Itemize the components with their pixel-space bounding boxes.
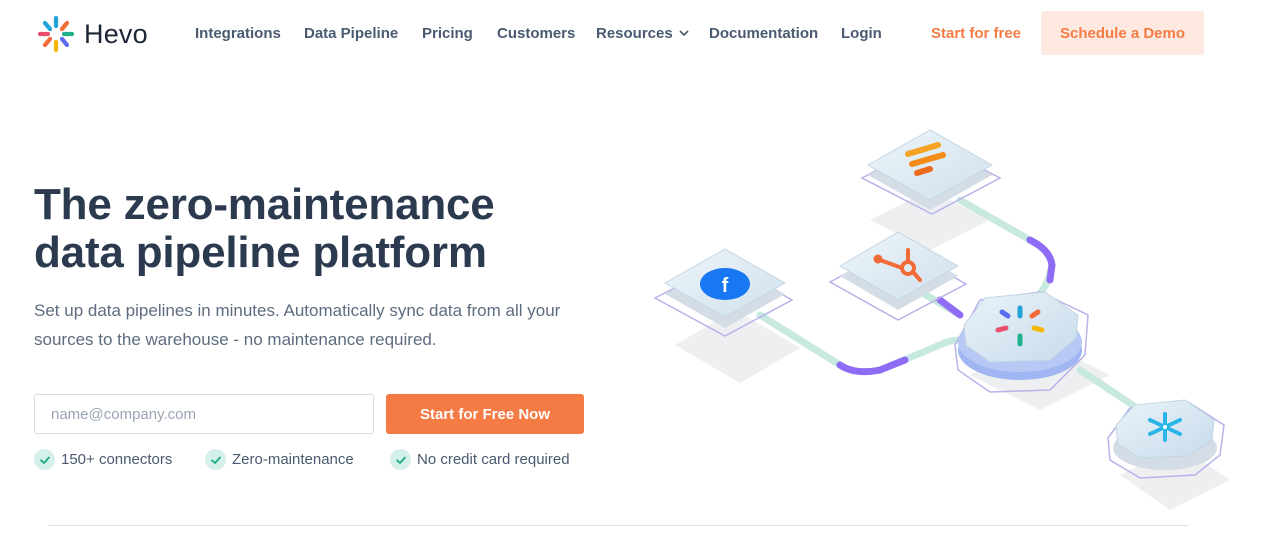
- schedule-demo-button[interactable]: Schedule a Demo: [1041, 11, 1204, 55]
- feature-item: No credit card required: [390, 449, 570, 470]
- facebook-tile: f: [653, 248, 794, 337]
- hero-title-line2: data pipeline platform: [34, 228, 487, 277]
- nav-customers[interactable]: Customers: [497, 25, 576, 42]
- nav-data-pipeline[interactable]: Data Pipeline: [304, 25, 399, 42]
- nav-documentation[interactable]: Documentation: [709, 25, 819, 42]
- hubspot-tile: [828, 231, 968, 321]
- nav-login[interactable]: Login: [841, 25, 882, 42]
- hero-subtitle-line2: sources to the warehouse - no maintenanc…: [34, 330, 437, 349]
- hero-subtitle: Set up data pipelines in minutes. Automa…: [34, 296, 594, 354]
- nav-integrations[interactable]: Integrations: [195, 25, 281, 42]
- email-input[interactable]: [34, 394, 374, 434]
- start-free-now-button[interactable]: Start for Free Now: [386, 394, 584, 434]
- nav-resources-label: Resources: [596, 25, 673, 42]
- hubspot-icon: [873, 248, 922, 282]
- feature-label: No credit card required: [417, 451, 570, 468]
- check-icon: [34, 449, 55, 470]
- hero-subtitle-line1: Set up data pipelines in minutes. Automa…: [34, 301, 561, 320]
- hero-title: The zero-maintenance data pipeline platf…: [34, 181, 495, 277]
- section-divider: [48, 525, 1189, 526]
- google-analytics-tile: [860, 129, 1002, 215]
- start-for-free-link[interactable]: Start for free: [931, 25, 1022, 42]
- snowflake-tile: [1107, 399, 1225, 479]
- chevron-down-icon: [679, 30, 689, 37]
- hevo-hub: [954, 291, 1089, 393]
- svg-text:f: f: [722, 275, 729, 297]
- check-icon: [390, 449, 411, 470]
- hevo-icon: [995, 305, 1045, 347]
- hevo-logo-icon: [37, 15, 75, 53]
- facebook-icon: f: [700, 268, 750, 300]
- check-icon: [205, 449, 226, 470]
- hero-title-line1: The zero-maintenance: [34, 180, 495, 229]
- feature-item: Zero-maintenance: [205, 449, 354, 470]
- feature-label: Zero-maintenance: [232, 451, 354, 468]
- nav-pricing[interactable]: Pricing: [422, 25, 473, 42]
- google-analytics-icon: [905, 142, 946, 176]
- feature-label: 150+ connectors: [61, 451, 173, 468]
- brand-name: Hevo: [84, 18, 148, 49]
- nav-resources[interactable]: Resources: [596, 22, 690, 46]
- feature-item: 150+ connectors: [34, 449, 172, 470]
- hevo-logo[interactable]: Hevo: [36, 14, 148, 54]
- pipeline-illustration: f: [653, 129, 1230, 510]
- site-header: Hevo Integrations Data Pipeline Pricing …: [0, 0, 1270, 68]
- snowflake-icon: [1148, 412, 1182, 442]
